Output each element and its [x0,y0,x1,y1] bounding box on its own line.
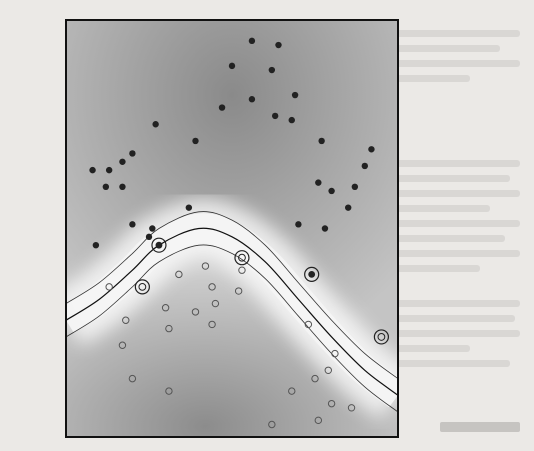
negative-point [331,349,339,358]
negative-point [208,320,216,329]
margin-line-upper [66,211,398,379]
positive-point [92,241,100,249]
negative-point [128,374,137,383]
negative-point [118,341,127,349]
positive-point [119,158,126,165]
negative-point [311,374,319,383]
positive-point [361,162,368,170]
negative-point [327,399,336,408]
positive-point [129,150,136,157]
support-vector-negative [238,253,246,262]
support-vector-ring [373,329,389,345]
positive-point [152,121,159,128]
negative-point [201,262,210,270]
positive-point [185,204,193,211]
positive-point [145,233,153,241]
positive-point [149,225,156,232]
negative-point [268,420,276,429]
support-vector-ring [134,279,150,295]
positive-point [271,112,279,120]
positive-point [105,166,113,174]
positive-point [119,183,126,190]
plot-frame [65,19,399,438]
negative-point [238,266,246,274]
support-vector-positive [308,270,316,278]
margin-line-lower [66,244,398,413]
positive-point [248,37,256,45]
positive-point [368,146,375,153]
negative-point [122,316,130,324]
negative-point [211,299,220,308]
negative-point [165,387,173,395]
positive-point [129,221,136,228]
positive-point [291,91,299,99]
positive-point [295,221,302,228]
positive-point [315,179,322,186]
negative-point [208,283,216,291]
support-vector-ring [151,237,167,253]
support-vector-ring [304,266,320,282]
plot-area [66,20,398,437]
positive-point [228,62,236,70]
negative-point [105,283,113,291]
positive-point [218,104,226,111]
positive-point [351,183,359,190]
support-vector-ring [234,250,250,266]
negative-point [304,320,313,329]
negative-point [175,270,183,279]
positive-point [268,66,276,74]
positive-point [275,41,282,49]
positive-point [102,183,110,190]
support-vector-negative [138,282,147,291]
negative-point [314,416,323,425]
positive-point [321,225,329,232]
positive-point [345,204,352,211]
positive-point [328,187,335,195]
support-vector-positive [155,241,163,249]
positive-point [248,96,256,103]
negative-point [234,287,243,295]
positive-point [89,166,96,174]
negative-point [161,304,170,312]
data-points [89,37,389,429]
negative-point [191,308,200,316]
positive-point [192,137,199,145]
positive-point [288,116,295,124]
positive-point [318,137,325,145]
negative-point [347,404,356,412]
negative-point [165,324,173,333]
negative-point [288,387,296,395]
support-vector-negative [377,333,386,341]
decision-boundary [66,227,398,396]
negative-point [324,366,332,374]
